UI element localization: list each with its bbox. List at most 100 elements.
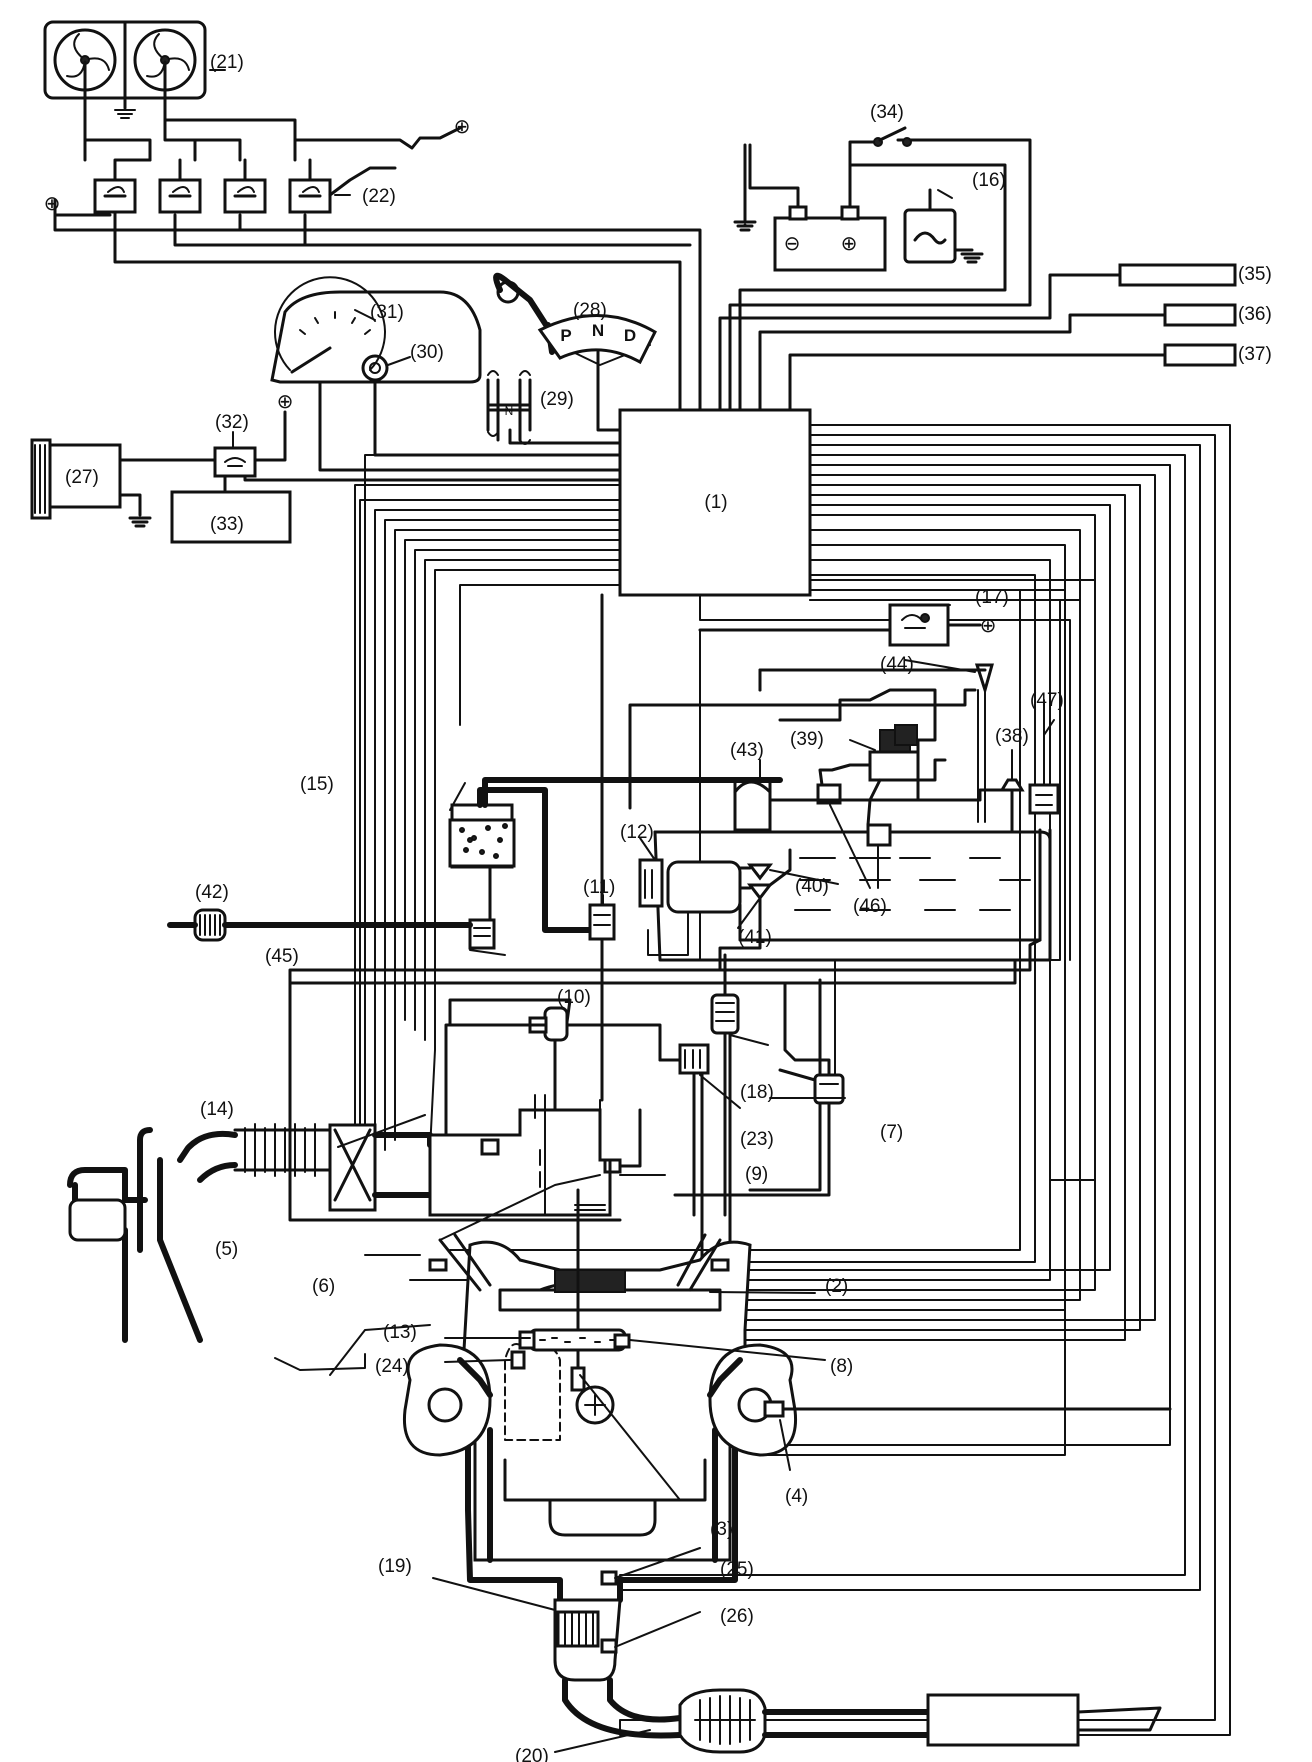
label-12: (12) (620, 822, 654, 843)
exhaust-manifold (465, 1427, 738, 1603)
shift-selector (493, 272, 657, 432)
label-28: (28) (573, 300, 607, 321)
fuel-pump-12 (638, 858, 742, 914)
label-10: (10) (557, 987, 591, 1008)
label-44: (44) (880, 654, 914, 675)
component-35 (1118, 263, 1237, 287)
air-intake-duct (177, 1123, 332, 1183)
shift-gate-n: N (505, 404, 514, 418)
canister-lines (477, 777, 783, 933)
label-27: (27) (65, 467, 99, 488)
airbox-duct (67, 1127, 203, 1343)
label-22: (22) (362, 186, 396, 207)
solenoid-11 (588, 903, 616, 941)
valve-39 (868, 724, 920, 782)
label-15: (15) (300, 774, 334, 795)
label-42: (42) (195, 882, 229, 903)
fan-ground-icon (114, 109, 136, 119)
radiator-fan-assembly (43, 20, 207, 100)
fan-relays (93, 178, 332, 214)
label-6: (6) (312, 1276, 335, 1297)
label-37: (37) (1238, 344, 1272, 365)
gear-p: P (560, 326, 571, 345)
component-47 (1028, 699, 1060, 815)
label-11: (11) (583, 877, 615, 898)
component-46-b (866, 823, 892, 847)
o2-sensor-25 (600, 1570, 618, 1586)
valve-45 (468, 918, 496, 950)
label-31: (31) (370, 302, 404, 323)
label-38: (38) (995, 726, 1029, 747)
pump-lines (718, 828, 1042, 972)
injector-6 (438, 1233, 492, 1292)
label-45: (45) (265, 946, 299, 967)
label-39: (39) (790, 729, 824, 750)
component-36 (1163, 303, 1237, 327)
label-16: (16) (972, 170, 1006, 191)
callout-labels: (2) (3) (4) (5) (6) (7) (8) (9) (10) (11… (65, 52, 1272, 1762)
intake-plenum (428, 1108, 617, 1217)
component-41 (746, 883, 774, 901)
solenoid-23 (678, 1043, 710, 1075)
label-24: (24) (375, 1356, 409, 1377)
label-35: (35) (1238, 264, 1272, 285)
manual-shift-gate (486, 370, 622, 445)
label-5: (5) (215, 1239, 238, 1260)
left-cylinder-head (402, 1343, 493, 1457)
label-20: (20) (515, 1746, 549, 1762)
label-14: (14) (200, 1099, 234, 1120)
injector-2 (676, 1233, 722, 1292)
plus-terminal-icon: ⊕ (980, 613, 997, 637)
label-13: (13) (383, 1322, 417, 1343)
label-26: (26) (720, 1606, 754, 1627)
instrument-cluster (270, 276, 482, 384)
power-supply-symbols: ⊕ ⊕ ⊕ ⊕ ⊖ ⊕ (44, 114, 997, 637)
label-33: (33) (210, 514, 244, 535)
battery-ground-icon (733, 143, 757, 232)
label-9: (9) (745, 1164, 768, 1185)
gear-d: D (624, 326, 636, 345)
component-33 (170, 490, 292, 544)
air-flow-meter (328, 1123, 377, 1212)
label-18: (18) (740, 1082, 774, 1103)
right-cylinder-head (707, 1343, 798, 1457)
relay-32 (213, 446, 257, 478)
catalytic-converter-19 (553, 1598, 622, 1682)
label-40: (40) (795, 876, 829, 897)
exhaust-pipe (562, 1677, 683, 1739)
ecm-lower-wiring (699, 589, 1071, 1456)
label-34: (34) (870, 102, 904, 123)
intake-vacuum-lines (288, 938, 1042, 1222)
relay-feed-wiring (113, 158, 682, 412)
leader-lines (209, 69, 1055, 1753)
wiring-32 (223, 410, 622, 492)
plus-terminal-icon: ⊕ (44, 191, 61, 215)
label-2: (2) (825, 1276, 848, 1297)
muffler-20 (678, 1688, 767, 1754)
fuel-filter-18 (710, 993, 740, 1035)
rear-muffler (926, 1693, 1080, 1747)
gear-n: N (592, 321, 604, 340)
label-17: (17) (975, 587, 1009, 608)
minus-terminal-icon: ⊖ (784, 231, 801, 255)
plus-terminal-icon: ⊕ (841, 231, 858, 255)
label-25: (25) (720, 1559, 754, 1580)
label-7: (7) (880, 1122, 903, 1143)
plus-terminal-icon: ⊕ (277, 389, 294, 413)
label-43: (43) (730, 740, 764, 761)
wiring-27 (118, 458, 217, 528)
label-41: (41) (738, 927, 772, 948)
sensor-wiring-top (718, 273, 1167, 412)
ecm-label: (1) (704, 492, 727, 513)
component-38 (999, 778, 1025, 832)
label-29: (29) (540, 389, 574, 410)
relay-17 (888, 603, 950, 647)
filter-42 (167, 908, 473, 942)
label-4: (4) (785, 1486, 808, 1507)
fan-relay-bus (83, 118, 462, 162)
sensor-9 (608, 1158, 622, 1174)
label-30: (30) (410, 342, 444, 363)
relay-control-wiring (53, 166, 702, 412)
label-3: (3) (710, 1519, 733, 1540)
